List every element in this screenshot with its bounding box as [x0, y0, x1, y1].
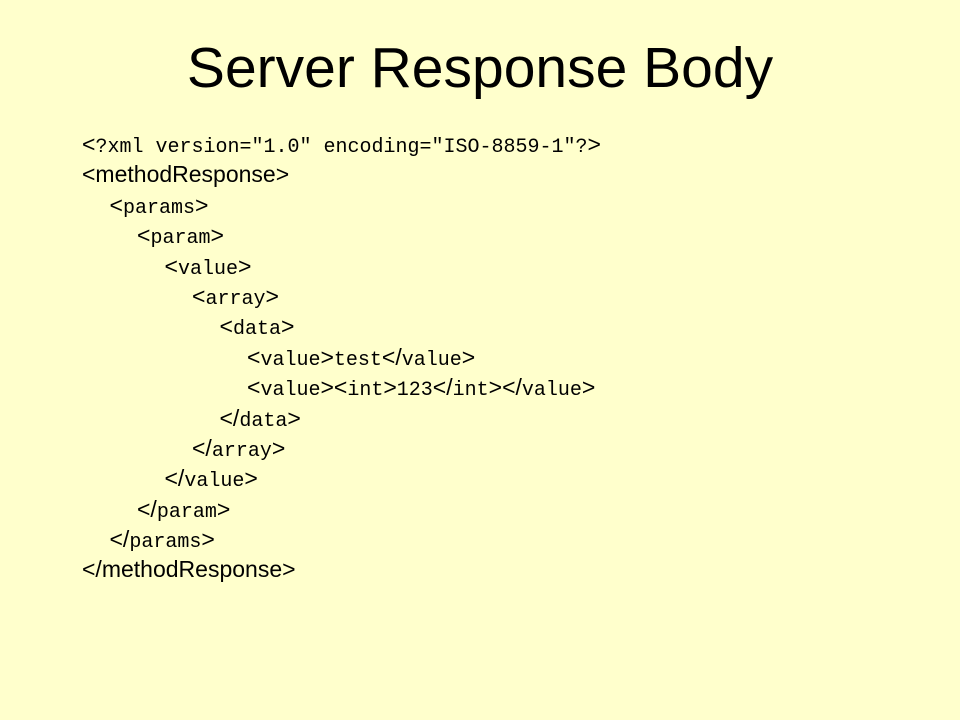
code-bracket: <: [247, 343, 261, 370]
code-line: </params>: [82, 524, 601, 554]
code-line: </param>: [82, 494, 601, 524]
code-bracket: >: [581, 374, 596, 401]
code-bracket: <: [192, 282, 206, 309]
code-bracket: <: [137, 222, 151, 249]
code-token: value: [177, 257, 238, 281]
code-bracket: >: [461, 343, 476, 370]
code-bracket: >: [265, 282, 279, 309]
code-bracket: </: [432, 374, 453, 401]
code-bracket: >: [587, 131, 601, 157]
code-token: data: [239, 409, 288, 433]
code-token: array: [205, 287, 266, 311]
code-bracket: <: [82, 131, 96, 157]
code-token: params: [122, 196, 195, 220]
code-bracket: >: [383, 374, 397, 401]
code-token: param: [156, 500, 217, 524]
code-token: value: [521, 379, 582, 403]
code-bracket: </: [192, 434, 212, 461]
code-bracket: >: [271, 434, 286, 461]
code-token: array: [211, 439, 272, 463]
code-bracket: </: [109, 526, 130, 553]
xml-code-block: <?xml version="1.0" encoding="ISO-8859-1…: [82, 129, 601, 585]
code-bracket: </: [219, 404, 240, 431]
code-token: value: [184, 470, 245, 494]
code-bracket: >: [201, 526, 215, 553]
code-bracket: ></: [488, 374, 522, 401]
code-bracket: <: [219, 313, 233, 340]
code-line: </data>: [82, 403, 601, 433]
code-token: params: [129, 531, 202, 555]
code-bracket: <: [109, 191, 123, 218]
code-line: </methodResponse>: [82, 554, 601, 584]
code-line: <value>test</value>: [82, 342, 601, 372]
code-bracket: <: [164, 252, 178, 279]
code-line: <?xml version="1.0" encoding="ISO-8859-1…: [82, 129, 601, 159]
slide-title: Server Response Body: [186, 36, 774, 100]
code-token: value: [260, 348, 321, 372]
code-line: <data>: [82, 311, 601, 341]
code-line: <param>: [82, 220, 601, 250]
code-bracket: ><: [320, 374, 348, 401]
code-bracket: >: [210, 222, 224, 249]
code-bracket: >: [280, 313, 295, 340]
code-token: int: [452, 379, 489, 403]
code-line: </array>: [82, 433, 601, 463]
code-token: data: [232, 318, 281, 342]
code-line: <params>: [82, 190, 601, 220]
code-bracket: >: [320, 343, 334, 370]
code-bracket: >: [216, 495, 231, 522]
code-bracket: >: [237, 252, 252, 279]
code-bracket: >: [194, 191, 209, 218]
code-token: value: [401, 348, 462, 372]
code-bracket: <methodResponse>: [82, 161, 290, 188]
code-token: param: [150, 227, 211, 251]
code-line: </value>: [82, 463, 601, 493]
code-bracket: </: [137, 495, 157, 522]
code-bracket: </methodResponse>: [82, 556, 296, 583]
code-bracket: </: [164, 465, 185, 492]
code-bracket: >: [287, 404, 301, 431]
code-token: value: [260, 379, 321, 403]
code-bracket: >: [244, 465, 258, 492]
code-line: <value>: [82, 251, 601, 281]
code-line: <array>: [82, 281, 601, 311]
code-line: <methodResponse>: [82, 159, 601, 189]
code-token: ?xml version="1.0" encoding="ISO-8859-1"…: [95, 136, 588, 159]
code-token: 123: [396, 379, 433, 403]
code-token: test: [333, 348, 382, 372]
code-line: <value><int>123</int></value>: [82, 372, 601, 402]
code-bracket: </: [381, 343, 402, 370]
code-token: int: [347, 379, 384, 403]
code-bracket: <: [247, 374, 261, 401]
